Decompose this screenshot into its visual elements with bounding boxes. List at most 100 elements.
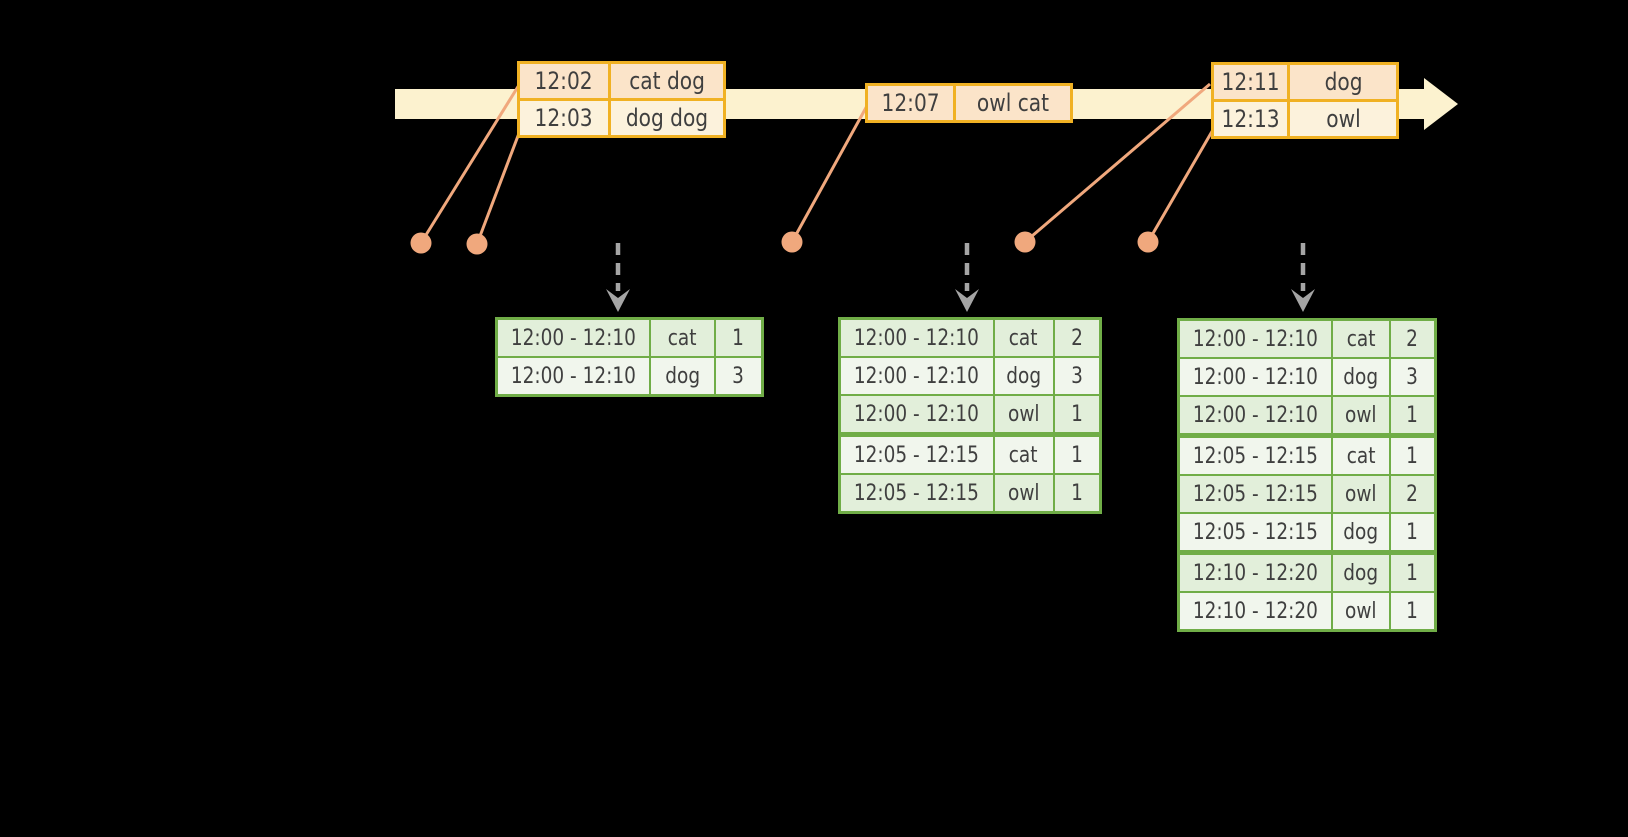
event-words-cell: dog [1287,62,1400,102]
event-table-grid: 12:07 owl cat [865,83,1073,123]
window-cell: 12:05 - 12:15 [838,473,995,514]
result-table-group: 12:05 - 12:15 cat 1 12:05 - 12:15 owl 1 [838,434,1102,514]
window-cell: 12:10 - 12:20 [1177,591,1333,632]
word-cell: owl [1330,395,1391,436]
result-row: 12:10 - 12:20 dog 1 [1177,552,1437,593]
trigger-arrow [955,243,979,312]
event-words-cell-text: cat dog [629,67,705,95]
trigger-arrow [1291,243,1315,312]
window-cell: 12:10 - 12:20 [1177,552,1333,593]
count-cell: 1 [713,317,764,358]
event-time-cell: 12:07 [865,83,956,123]
connector-line [1146,127,1216,243]
word-cell-text: owl [1344,402,1377,428]
word-cell: owl [992,394,1055,435]
window-cell-text: 12:10 - 12:20 [1192,560,1318,586]
word-cell-text: cat [667,325,697,351]
connector-line [1024,82,1211,244]
word-cell: owl [1330,474,1391,514]
window-cell-text: 12:00 - 12:10 [1192,326,1318,352]
event-dot [410,232,432,254]
word-cell: cat [992,317,1055,358]
event-time-cell-text: 12:02 [534,67,594,95]
count-cell-text: 1 [1070,480,1083,506]
window-cell-text: 12:00 - 12:10 [854,401,980,427]
timeline-arrowhead-icon [1424,78,1458,130]
count-cell: 1 [1388,552,1437,593]
word-cell-text: dog [1343,560,1379,586]
window-cell-text: 12:00 - 12:10 [854,363,980,389]
window-cell: 12:00 - 12:10 [1177,395,1333,436]
word-cell: dog [1330,512,1391,553]
count-cell: 1 [1388,395,1437,436]
connector-line [475,127,523,245]
word-cell: dog [648,356,716,397]
window-cell-text: 12:05 - 12:15 [1192,481,1318,507]
event-row: 12:07 owl cat [865,83,1073,123]
event-words-cell-text: dog [1324,68,1363,96]
word-cell-text: dog [1343,364,1379,390]
count-cell: 2 [1052,317,1102,358]
word-cell-text: cat [1009,325,1038,351]
count-cell: 1 [1388,512,1437,553]
result-row: 12:00 - 12:10 cat 1 [495,317,764,358]
window-cell-text: 12:00 - 12:10 [854,325,980,351]
word-cell-text: owl [1344,481,1377,507]
result-row: 12:05 - 12:15 owl 1 [838,473,1102,514]
event-table-2: 12:07 owl cat [865,83,1073,123]
window-cell: 12:00 - 12:10 [1177,318,1333,359]
word-cell-text: cat [1346,443,1376,469]
word-cell-text: cat [1346,326,1376,352]
word-cell-text: cat [1009,442,1038,468]
count-cell-text: 1 [1406,402,1419,428]
count-cell: 3 [713,356,764,397]
event-dot [466,233,488,255]
count-cell-text: 3 [732,363,745,389]
count-cell-text: 1 [732,325,745,351]
window-cell: 12:05 - 12:15 [1177,512,1333,553]
word-cell: owl [1330,591,1391,632]
word-cell-text: dog [1006,363,1041,389]
window-cell: 12:00 - 12:10 [838,394,995,435]
window-cell-text: 12:00 - 12:10 [510,325,636,351]
count-cell-text: 1 [1406,598,1419,624]
window-cell-text: 12:10 - 12:20 [1192,598,1318,624]
window-cell: 12:00 - 12:10 [838,356,995,396]
count-cell: 1 [1052,394,1102,435]
event-dot [1137,231,1159,253]
window-cell-text: 12:05 - 12:15 [854,442,980,468]
arrow-down-icon [606,289,630,312]
event-words-cell: cat dog [608,61,726,101]
event-words-cell-text: owl cat [976,89,1050,117]
event-words-cell: owl [1287,99,1400,139]
count-cell: 1 [1388,435,1437,476]
window-cell: 12:05 - 12:15 [1177,474,1333,514]
event-words-cell: dog dog [608,98,726,138]
word-cell-text: dog [664,363,700,389]
window-cell: 12:05 - 12:15 [1177,435,1333,476]
window-cell-text: 12:05 - 12:15 [854,480,980,506]
event-time-cell: 12:02 [517,61,611,101]
event-words-cell-text: owl [1325,105,1361,133]
word-cell-text: owl [1007,480,1040,506]
word-cell: dog [992,356,1055,396]
window-cell-text: 12:00 - 12:10 [1192,402,1318,428]
result-row: 12:05 - 12:15 cat 1 [838,434,1102,475]
word-cell: cat [648,317,716,358]
count-cell-text: 1 [1070,442,1083,468]
event-time-cell-text: 12:13 [1221,105,1280,133]
window-cell: 12:00 - 12:10 [838,317,995,358]
connector-line [419,84,521,244]
window-cell: 12:00 - 12:10 [1177,357,1333,397]
word-cell-text: owl [1344,598,1377,624]
